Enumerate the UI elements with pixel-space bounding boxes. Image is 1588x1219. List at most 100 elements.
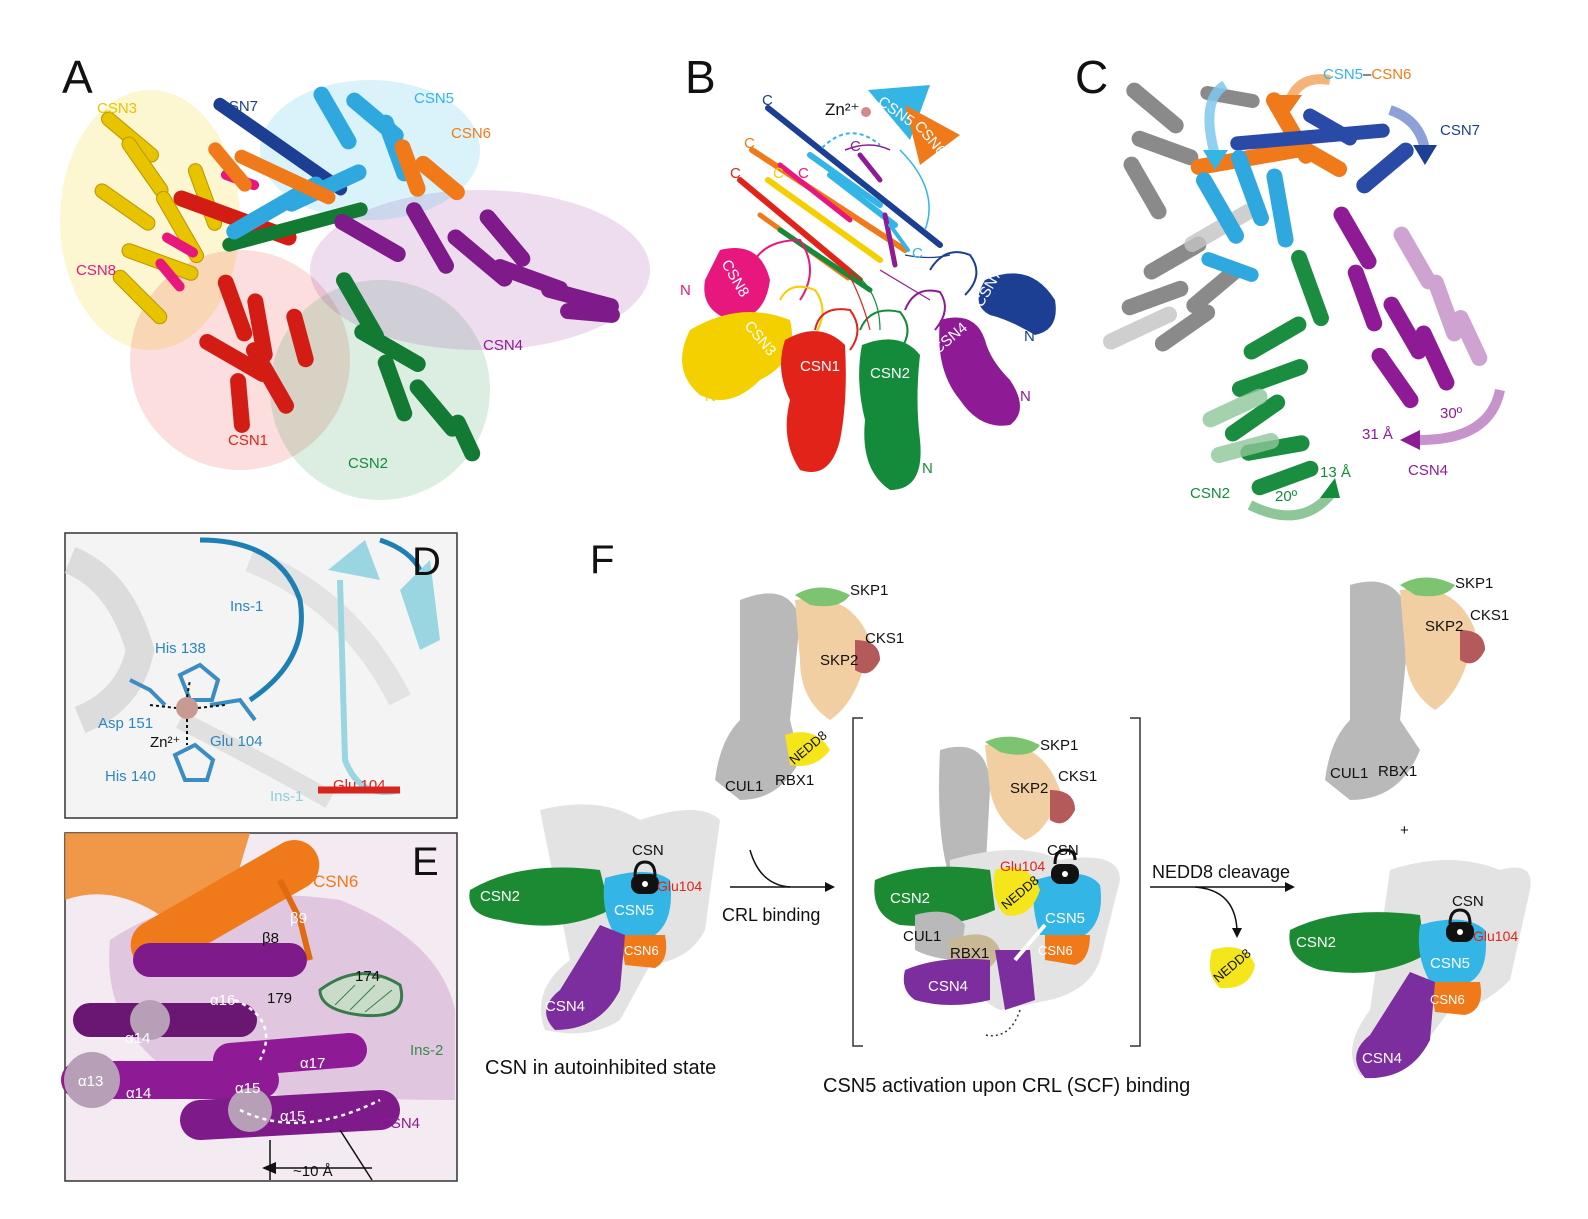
label-skp1-3: SKP1	[1455, 575, 1494, 592]
label-nedd8-cleavage: NEDD8 cleavage	[1152, 862, 1291, 882]
cul1-shape-1	[715, 593, 800, 800]
panel-f-letter: F	[590, 538, 615, 582]
caption-activation: CSN5 activation upon CRL (SCF) binding	[823, 1075, 1191, 1097]
label-csn2-complex: CSN2	[890, 890, 931, 907]
c-terminus-csn7: C	[762, 92, 773, 109]
label-csn-right: CSN	[1452, 893, 1484, 910]
label-csn6-right: CSN6	[1430, 992, 1465, 1007]
csn3-domain	[682, 312, 792, 400]
label-csn6-complex: CSN6	[1038, 943, 1073, 958]
label-ins1-top: Ins-1	[230, 598, 264, 615]
label-csn4-right: CSN4	[1362, 1050, 1403, 1067]
label-csn2-left: CSN2	[480, 888, 521, 905]
ins2-loop	[318, 972, 403, 1018]
label-beta8: β8	[262, 930, 279, 947]
label-csn3: CSN3	[97, 100, 138, 117]
label-skp2-1: SKP2	[820, 652, 859, 669]
label-glu104-left: Glu104	[657, 878, 703, 894]
lock-icon-open	[1051, 848, 1079, 884]
label-cks1-3: CKS1	[1470, 607, 1510, 624]
csn6-label-c: CSN6	[1371, 66, 1412, 83]
panel-b-topology	[682, 85, 1056, 490]
label-csn8: CSN8	[76, 262, 117, 279]
label-csn6-left: CSN6	[624, 943, 659, 958]
label-his138: His 138	[155, 640, 206, 657]
csn2-domain	[859, 339, 921, 490]
label-skp1-1: SKP1	[850, 582, 889, 599]
label-csn4-complex: CSN4	[928, 978, 969, 995]
lock-icon-right	[1446, 908, 1474, 942]
zn-label: Zn²⁺	[825, 100, 860, 119]
csn5-motion-arrow	[1204, 80, 1228, 157]
label-glu104: Glu 104	[210, 733, 263, 750]
csn6-helix	[130, 840, 320, 970]
skp2-shape-1	[795, 598, 870, 720]
label-alpha14-a: α14	[125, 1030, 151, 1047]
csn1-label-b: CSN1	[800, 358, 841, 375]
label-glu104-red: Glu 104	[333, 777, 386, 794]
csn7-label-c: CSN7	[1440, 122, 1481, 139]
label-glu104-right: Glu104	[1473, 928, 1519, 944]
panel-c-letter: C	[1075, 51, 1109, 103]
csn1-domain	[781, 331, 846, 472]
label-zn-d: Zn²⁺	[150, 734, 181, 751]
csn4-left	[546, 925, 625, 1030]
label-his140: His 140	[105, 768, 156, 785]
panel-e	[61, 832, 458, 1182]
csn2-left	[469, 867, 610, 926]
label-asp151: Asp 151	[98, 715, 154, 732]
csn2-motion-arrow	[1247, 491, 1334, 521]
csn4-motion-arrow	[1419, 388, 1505, 445]
panel-e-letter: E	[412, 840, 439, 884]
csn5-label-c: CSN5	[1323, 66, 1364, 83]
csn5-csn6-dash: –	[1363, 66, 1372, 83]
label-cul1-1: CUL1	[725, 778, 764, 795]
csn5-csn6-label: CSN5–CSN6	[1323, 66, 1411, 83]
label-glu104-complex: Glu104	[1000, 858, 1046, 874]
label-csn4-left: CSN4	[545, 998, 586, 1015]
n-terminus-csn8: N	[680, 282, 691, 299]
label-csn-complex: CSN	[1047, 842, 1079, 859]
label-rbx1-3: RBX1	[1378, 763, 1418, 780]
label-csn5-right: CSN5	[1430, 955, 1471, 972]
label-ins2: Ins-2	[410, 1042, 444, 1059]
panel-d-letter: D	[412, 540, 441, 584]
label-beta9: β9	[290, 910, 307, 927]
csn2-label-b: CSN2	[870, 365, 911, 382]
label-csn5-left: CSN5	[614, 902, 655, 919]
label-alpha15-b: α15	[280, 1108, 306, 1125]
label-skp2-2: SKP2	[1010, 780, 1049, 797]
nedd8-shape-1	[785, 732, 830, 766]
n-terminus-csn2: N	[922, 460, 933, 477]
distance-csn4: 31 Å	[1362, 426, 1393, 443]
panel-d	[64, 532, 458, 819]
label-skp1-2: SKP1	[1040, 737, 1079, 754]
c-terminus-csn5: C	[912, 245, 923, 262]
label-distance-e: ~10 Å	[293, 1163, 333, 1180]
c-terminus-csn3: C	[773, 165, 784, 182]
label-cks1-1: CKS1	[865, 630, 905, 647]
label-skp2-3: SKP2	[1425, 618, 1464, 635]
label-179: 179	[267, 990, 293, 1007]
panel-f	[469, 577, 1531, 1079]
label-csn2: CSN2	[348, 455, 389, 472]
label-csn6-e: CSN6	[313, 872, 359, 891]
distance-csn2: 13 Å	[1320, 464, 1351, 481]
label-csn2-right: CSN2	[1296, 934, 1337, 951]
label-alpha13: α13	[78, 1073, 104, 1090]
label-rbx1-complex: RBX1	[950, 945, 990, 962]
n-terminus-csn1: N	[835, 392, 846, 409]
zn-ion-dot	[861, 107, 871, 117]
n-terminus-csn4: N	[1020, 388, 1031, 405]
csn4-label-c: CSN4	[1408, 462, 1449, 479]
label-crl-binding: CRL binding	[722, 905, 821, 925]
label-csn7: CSN7	[218, 98, 259, 115]
caption-autoinhibited: CSN in autoinhibited state	[485, 1057, 717, 1079]
panel-b-letter: B	[685, 51, 716, 103]
panel-a-letter: A	[62, 51, 93, 103]
label-alpha15-a: α15	[235, 1080, 261, 1097]
label-174: 174	[355, 968, 381, 985]
label-alpha16: α16	[210, 992, 236, 1009]
panel-c-structure	[1102, 74, 1505, 521]
